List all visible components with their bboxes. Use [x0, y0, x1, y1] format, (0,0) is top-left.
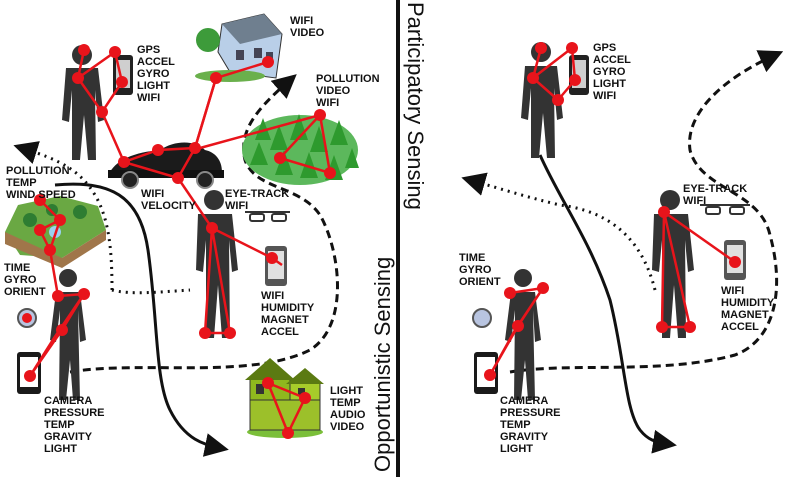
label-right-watch-woman: TIME GYRO ORIENT [459, 252, 501, 288]
path-dotted-left [13, 141, 114, 291]
label-left-phone-mid: WIFI HUMIDITY MAGNET ACCEL [261, 290, 315, 338]
opportunistic-title: Opportunistic Sensing [370, 256, 395, 472]
label-left-car: WIFI VELOCITY [141, 188, 197, 212]
participatory-title: Participatory Sensing [403, 2, 428, 210]
man-silhouette-left [62, 45, 104, 160]
label-left-park: POLLUTION TEMP WIND SPEED [6, 165, 76, 201]
label-left-watch-woman: TIME GYRO ORIENT [4, 262, 46, 298]
path-solid-left [54, 182, 229, 457]
label-right-phone-woman: CAMERA PRESSURE TEMP GRAVITY LIGHT [500, 395, 561, 455]
glasses-icon-left [245, 211, 290, 222]
glasses-icon-right [700, 204, 750, 215]
green-house [245, 358, 324, 438]
label-right-phone-mid: WIFI HUMIDITY MAGNET ACCEL [721, 285, 775, 333]
label-left-eye-track: EYE-TRACK WIFI [225, 188, 290, 212]
phone-icon-left-mid [265, 246, 287, 286]
sensor-nodes-right [484, 42, 741, 381]
path-dotted-right [461, 172, 657, 291]
label-right-eye-track: EYE-TRACK WIFI [683, 183, 748, 207]
label-left-house: WIFI VIDEO [290, 15, 325, 39]
label-left-forest: POLLUTION VIDEO WIFI [316, 73, 380, 109]
label-left-green-house: LIGHT TEMP AUDIO VIDEO [330, 385, 366, 433]
path-dashed-right [509, 50, 784, 374]
label-right-phone-man: GPS ACCEL GYRO LIGHT WIFI [593, 42, 631, 102]
woman-silhouette-left [50, 269, 86, 400]
label-left-phone-man: GPS ACCEL GYRO LIGHT WIFI [137, 44, 175, 104]
watch-icon-right [472, 308, 492, 328]
path-solid-right [538, 154, 677, 454]
woman-silhouette-right [505, 269, 541, 400]
forest [242, 114, 359, 185]
path-dotted-left-2 [111, 288, 191, 295]
label-left-phone-woman: CAMERA PRESSURE TEMP GRAVITY LIGHT [44, 395, 105, 455]
sensor-nodes-left [22, 44, 336, 439]
